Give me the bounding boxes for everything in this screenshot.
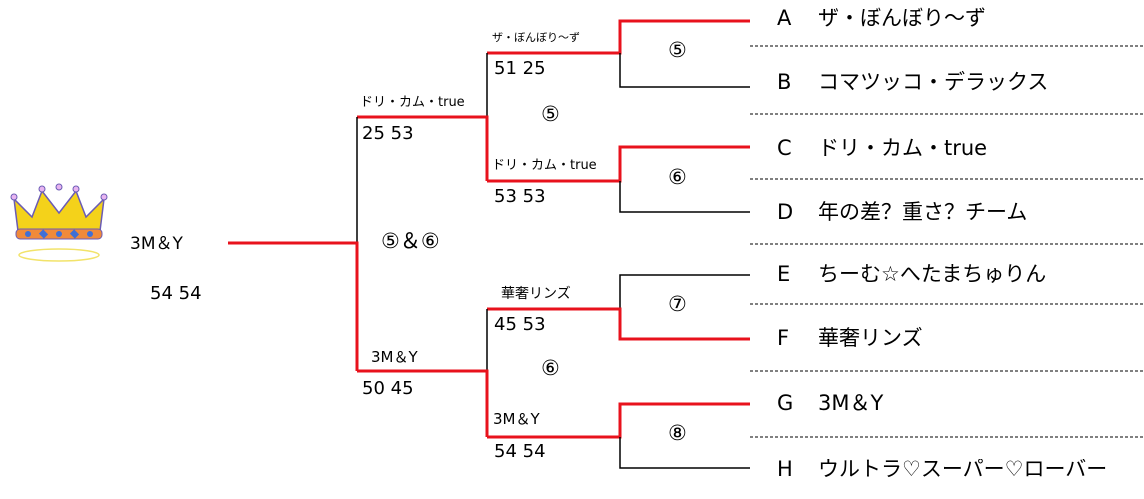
r1-ef-winner-line [487, 307, 750, 341]
team-c-letter: C [777, 136, 792, 160]
semi-bottom-winner: 3M＆Y [371, 348, 418, 366]
team-g-name: 3M＆Y [818, 391, 884, 415]
semi-top-winner-line [357, 115, 489, 181]
crown-icon [10, 183, 108, 262]
r1-ef-loser-line [619, 274, 750, 309]
semi-bottom-winner-line [357, 369, 489, 437]
r1-ef-court: ⑦ [668, 292, 687, 316]
team-g-letter: G [777, 391, 794, 415]
r1-ab-loser-line [619, 53, 750, 88]
crown-body [12, 189, 106, 232]
dashed-separators [750, 45, 1144, 438]
r1-gh-winner-line [487, 402, 750, 439]
r1-gh-court: ⑧ [668, 421, 687, 445]
r1-match-ef [487, 274, 750, 341]
team-h-name: ウルトラ♡スーパー♡ローバー [818, 459, 1108, 480]
semi-bottom-score: 50 45 [362, 378, 414, 399]
r1-gh-winner: 3M＆Y [493, 410, 540, 428]
r1-ab-winner: ザ・ぼんぼり～ず [492, 31, 580, 44]
team-e-name: ちーむ☆へたまちゅりん [818, 262, 1047, 286]
final-match [228, 117, 359, 371]
final-winner-line [228, 241, 359, 371]
r1-cd-winner-line [487, 145, 750, 183]
team-c-name: ドリ・カム・true [818, 136, 988, 160]
r1-ab-score: 51 25 [494, 58, 546, 79]
r1-ef-winner: 華奢リンズ [501, 286, 571, 302]
crown-halo [18, 248, 100, 262]
r1-gh-loser-line [619, 437, 750, 469]
r1-ef-score: 45 53 [494, 314, 546, 335]
r1-match-gh [487, 402, 750, 469]
team-f-letter: F [777, 326, 790, 350]
semi-top-winner: ドリ・カム・true [360, 95, 465, 110]
champion-score: 54 54 [150, 283, 202, 304]
team-b-name: コマツッコ・デラックス [818, 70, 1049, 94]
r1-match-ab [487, 19, 750, 88]
r1-ab-winner-line [487, 19, 750, 55]
r1-cd-loser-line [619, 181, 750, 213]
semi-top-court: ⑤ [541, 102, 560, 126]
team-b-letter: B [777, 70, 792, 94]
semi-match-top [357, 53, 489, 181]
team-a-letter: A [777, 6, 792, 30]
r1-cd-score: 53 53 [494, 186, 546, 207]
r1-match-cd [487, 145, 750, 213]
team-d-letter: D [777, 200, 794, 224]
champion-name: 3M＆Y [130, 234, 183, 254]
semi-match-bottom [357, 309, 489, 437]
r1-gh-score: 54 54 [494, 441, 546, 462]
final-court: ⑤＆⑥ [381, 229, 440, 253]
team-e-letter: E [777, 262, 791, 286]
r1-ab-court: ⑤ [668, 38, 687, 62]
r1-cd-court: ⑥ [668, 165, 687, 189]
team-f-name: 華奢リンズ [818, 326, 923, 350]
semi-bottom-court: ⑥ [541, 356, 560, 380]
semi-top-score: 25 53 [362, 123, 414, 144]
team-a-name: ザ・ぼんぼり～ず [818, 6, 986, 30]
team-h-letter: H [777, 457, 793, 481]
r1-cd-winner: ドリ・カム・true [492, 158, 597, 173]
team-d-name: 年の差？重さ？チーム [818, 200, 1028, 224]
